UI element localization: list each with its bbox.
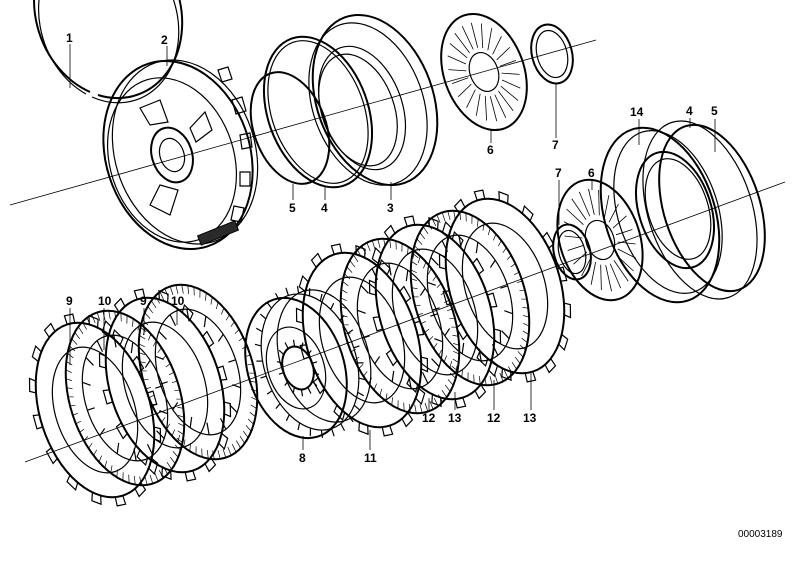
callout-7-lower: 7 [555, 166, 562, 180]
pressure-plate-part-14 [580, 112, 742, 317]
callout-3: 3 [387, 201, 394, 215]
callout-11: 11 [364, 451, 377, 465]
callout-1: 1 [66, 31, 73, 45]
callout-5-lower: 5 [711, 104, 718, 118]
callout-13-second: 13 [523, 411, 537, 425]
callout-6-lower: 6 [588, 166, 595, 180]
piston-part-3 [288, 0, 460, 203]
steel-plate-part-9-first [15, 307, 175, 512]
friction-disc-part-10-first [45, 295, 205, 500]
steel-plate-part-11 [282, 237, 442, 442]
callout-12-second: 12 [487, 411, 501, 425]
callout-2: 2 [161, 33, 168, 47]
clutch-drum-part-2 [80, 41, 281, 269]
callout-12-first: 12 [422, 411, 436, 425]
callout-5-upper: 5 [289, 201, 296, 215]
callout-10-first: 10 [98, 294, 112, 308]
callout-7-upper: 7 [552, 138, 559, 152]
callout-10-second: 10 [171, 294, 185, 308]
callout-14: 14 [630, 105, 644, 119]
spring-plate-part-6-upper [426, 2, 542, 142]
callout-9-second: 9 [140, 294, 147, 308]
callout-9-first: 9 [66, 294, 73, 308]
steel-plate-part-13-first [355, 209, 515, 414]
callout-4-upper: 4 [321, 201, 328, 215]
callout-6-upper: 6 [487, 143, 494, 157]
callout-4-lower: 4 [686, 104, 693, 118]
image-id-label: 00003189 [738, 529, 783, 540]
snap-ring-part-7-upper [525, 20, 579, 88]
callout-8: 8 [299, 451, 306, 465]
snap-ring-part-1 [34, 0, 182, 103]
upper-axis-line [10, 40, 596, 205]
callout-leaders [70, 44, 715, 450]
seal-ring-part-4-lower [622, 106, 778, 313]
callout-13-first: 13 [448, 411, 462, 425]
